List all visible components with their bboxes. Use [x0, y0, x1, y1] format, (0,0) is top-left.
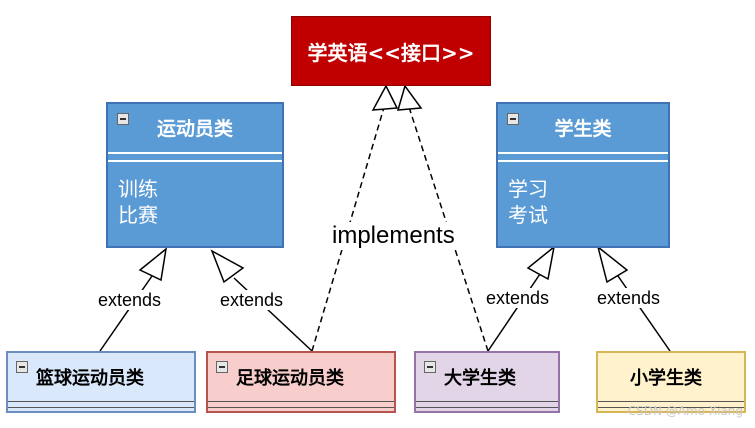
divider [208, 401, 394, 402]
divider [8, 401, 194, 402]
extends-arrowhead-football [210, 249, 245, 284]
class-basketball-name: 篮球运动员类 [36, 368, 144, 389]
divider [108, 152, 282, 154]
divider [416, 401, 558, 402]
class-athlete-header: 运动员类 [108, 104, 282, 150]
class-college-header: 大学生类 [416, 353, 558, 401]
implements-arrowhead-left [371, 84, 399, 111]
class-student[interactable]: 学生类 学习 考试 [496, 102, 670, 248]
divider [208, 407, 394, 408]
extends-line-college [487, 273, 541, 352]
class-student-header: 学生类 [498, 104, 668, 150]
class-athlete[interactable]: 运动员类 训练 比赛 [106, 102, 284, 248]
class-pupil-name: 小学生类 [630, 368, 702, 389]
implements-arrowhead-right [396, 84, 423, 111]
class-student-methods: 学习 考试 [508, 176, 548, 228]
collapse-icon[interactable] [424, 361, 436, 373]
extends-arrowhead-basketball [138, 247, 168, 282]
divider [416, 407, 558, 408]
divider [598, 407, 744, 408]
implements-label: implements [330, 222, 457, 250]
implements-line-college [407, 103, 489, 352]
collapse-icon[interactable] [216, 361, 228, 373]
divider [108, 160, 282, 162]
extends-label-college: extends [486, 288, 550, 308]
class-student-name: 学生类 [554, 117, 612, 140]
interface-title: 学英语<<接口>> [307, 40, 475, 65]
class-athlete-methods: 训练 比赛 [118, 176, 158, 228]
class-pupil[interactable]: 小学生类 [596, 351, 746, 413]
divider [598, 401, 744, 402]
extends-arrowhead-college [526, 245, 556, 281]
interface-learn-english[interactable]: 学英语<<接口>> [291, 16, 491, 86]
class-athlete-name: 运动员类 [156, 117, 233, 140]
class-basketball-header: 篮球运动员类 [8, 353, 194, 401]
class-basketball-player[interactable]: 篮球运动员类 [6, 351, 196, 413]
extends-label-football: extends [220, 290, 284, 310]
extends-line-basketball [99, 275, 153, 352]
divider [498, 160, 668, 162]
class-college-name: 大学生类 [444, 368, 516, 389]
class-college-student[interactable]: 大学生类 [414, 351, 560, 413]
class-football-player[interactable]: 足球运动员类 [206, 351, 396, 413]
implements-line-football [311, 103, 386, 352]
collapse-icon[interactable] [507, 113, 519, 125]
collapse-icon[interactable] [16, 361, 28, 373]
collapse-icon[interactable] [117, 113, 129, 125]
extends-label-basketball: extends [98, 290, 162, 310]
class-football-header: 足球运动员类 [208, 353, 394, 401]
method-train: 训练 [118, 177, 158, 201]
divider [8, 407, 194, 408]
extends-label-pupil: extends [597, 288, 661, 308]
extends-arrowhead-pupil [596, 245, 629, 284]
class-football-name: 足球运动员类 [236, 368, 344, 389]
watermark: CSDN @Amo Xiang [627, 404, 743, 418]
class-pupil-header: 小学生类 [598, 353, 744, 401]
divider [498, 152, 668, 154]
method-study: 学习 [508, 177, 548, 201]
extends-line-football [233, 277, 313, 352]
method-exam: 考试 [508, 203, 548, 227]
method-compete: 比赛 [118, 203, 158, 227]
